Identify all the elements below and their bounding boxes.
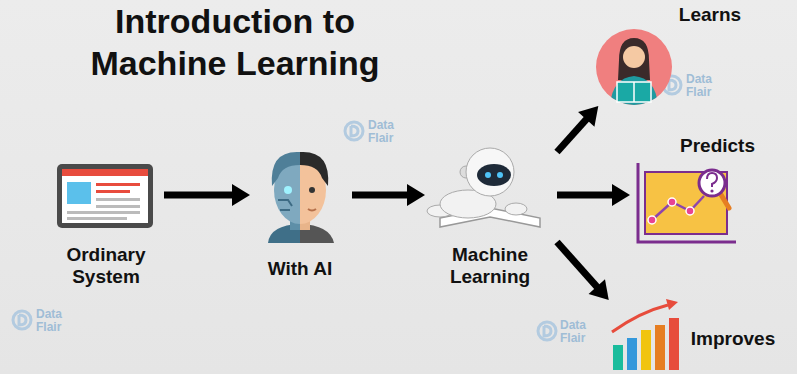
- concept-node: Ordinary System: [50, 160, 164, 290]
- watermark-text: Data Flair: [36, 308, 72, 334]
- node-label: With AI: [250, 258, 350, 280]
- arrow-shaft: [557, 118, 588, 152]
- watermark: Data Flair: [560, 319, 596, 345]
- arrow-head: [232, 184, 250, 206]
- concept-node: Improves: [605, 300, 793, 372]
- arrow-shaft: [164, 192, 234, 199]
- watermark: Data Flair: [36, 308, 72, 334]
- node-label: Predicts: [670, 135, 765, 157]
- arrow-head: [407, 184, 425, 206]
- arrow-shaft: [352, 192, 409, 199]
- watermark-text: Data Flair: [686, 73, 722, 99]
- student-icon: [596, 29, 672, 106]
- concept-node: Machine Learning: [425, 140, 557, 290]
- flow-arrow: [557, 242, 609, 300]
- watermark-logo: [13, 76, 681, 340]
- flow-arrow: [557, 106, 598, 152]
- arrow-shaft: [557, 242, 598, 288]
- chart-icon: [638, 163, 736, 242]
- concept-node: Predicts: [630, 135, 767, 245]
- arrow-head: [589, 279, 609, 300]
- node-label: Improves: [683, 328, 783, 350]
- robot-reading-icon: [427, 148, 540, 227]
- concept-node: With AI: [250, 148, 352, 282]
- diagram-title: Introduction to Machine Learning: [75, 0, 395, 84]
- concept-node: Learns: [595, 4, 760, 106]
- screen-icon: [57, 164, 153, 228]
- watermark: Data Flair: [686, 73, 722, 99]
- arrow-head: [612, 184, 630, 206]
- watermark-text: Data Flair: [560, 319, 596, 345]
- flow-arrow: [557, 184, 630, 206]
- flow-arrow: [352, 184, 425, 206]
- watermark-text: Data Flair: [368, 119, 404, 145]
- watermark: Data Flair: [368, 119, 404, 145]
- arrow-head: [578, 106, 598, 127]
- node-label: Ordinary System: [50, 244, 162, 288]
- bar-chart-icon: [612, 299, 679, 370]
- node-label: Learns: [665, 4, 755, 26]
- arrow-shaft: [557, 192, 614, 199]
- flow-arrow: [164, 184, 250, 206]
- node-label: Machine Learning: [425, 244, 555, 288]
- cyborg-head-icon: [268, 152, 334, 243]
